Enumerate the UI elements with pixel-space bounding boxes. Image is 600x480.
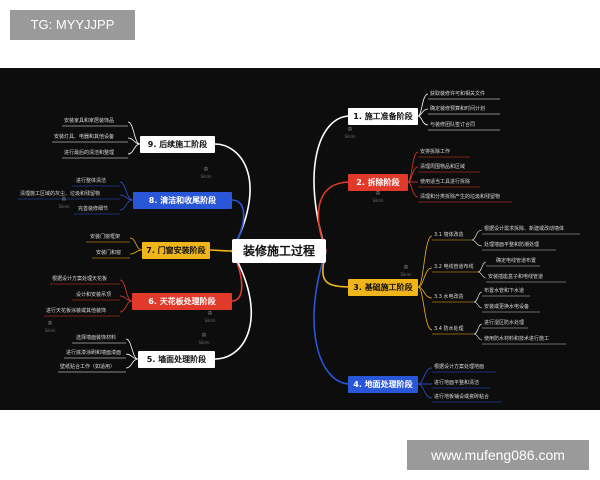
- stage-6-leaf: 设计和安装吊顶: [76, 292, 112, 298]
- crown-watermark-icon: ♔Sikmi: [202, 310, 218, 324]
- watermark-text: Sikmi: [204, 318, 216, 323]
- stage-3-sub-label: 3.4 防水处理: [434, 326, 464, 332]
- stage-3-leaf: 根据设计需求拆除、新建或改动墙体: [484, 226, 565, 232]
- center-topic: 装修施工过程: [232, 239, 326, 263]
- stage-6-leaf: 进行天花板涂装或其他装饰: [46, 308, 107, 314]
- crown-watermark-icon: ♔Sikmi: [42, 320, 58, 334]
- stage-7-leaf: 安装门窗框架: [90, 234, 121, 240]
- stage-3-sub-label: 3.3 水电改造: [434, 294, 464, 300]
- stage-3-leaf: 确定电线管道布置: [496, 258, 537, 264]
- stage-1-leaf: 获取装修许可和相关文件: [430, 91, 486, 97]
- stage-6-leaf: 根据设计方案处理天花板: [52, 276, 108, 282]
- stage-7-leaf: 安装门和窗: [96, 250, 122, 256]
- stage-3-leaf: 布置水管和下水道: [484, 288, 525, 294]
- stage-1-node: 1. 施工准备阶段: [348, 108, 418, 125]
- stage-3-leaf: 处理墙面平整和防潮处理: [484, 242, 540, 248]
- stage-3-node: 3. 基础施工阶段: [348, 279, 418, 296]
- watermark-text: Sikmi: [400, 272, 412, 277]
- stage-8-node: 8. 清洁和收尾阶段: [133, 192, 232, 209]
- stage-2-leaf: 安排拆除工作: [420, 149, 451, 155]
- stage-3-sub-label: 3.1 墙体改造: [434, 232, 464, 238]
- stage-4-node: 4. 地面处理阶段: [348, 376, 418, 393]
- watermark-text: Sikmi: [200, 174, 212, 179]
- stage-2-leaf: 清理周围物品和区域: [420, 164, 466, 170]
- stage-3-leaf: 安装或更换水电设备: [484, 304, 530, 310]
- watermark-tag-bottom: www.mufeng086.com: [407, 440, 589, 470]
- stage-4-leaf: 进行地面平整和清洁: [434, 380, 480, 386]
- stage-3-sub-label: 3.2 电线管道布线: [434, 264, 474, 270]
- stage-2-leaf: 清理和分类拆除产生的垃圾和残留物: [420, 194, 501, 200]
- stage-1-leaf: 与装修团队签订合同: [430, 122, 476, 128]
- stage-5-leaf: 选择墙面装饰材料: [76, 335, 117, 341]
- stage-8-leaf: 进行整体清洁: [76, 178, 107, 184]
- watermark-text: Sikmi: [58, 204, 70, 209]
- stage-5-leaf: 壁纸贴合工作（如适用）: [60, 364, 116, 370]
- watermark-tag-top: TG: MYYJJPP: [10, 10, 135, 40]
- stage-8-leaf: 清理施工区域的灰尘、垃圾和残留物: [20, 191, 101, 197]
- stage-6-node: 6. 天花板处理阶段: [132, 293, 232, 310]
- stage-4-leaf: 进行地板铺设或瓷砖粘合: [434, 394, 490, 400]
- crown-watermark-icon: ♔Sikmi: [198, 166, 214, 180]
- crown-watermark-icon: ♔Sikmi: [196, 332, 212, 346]
- watermark-text: Sikmi: [372, 198, 384, 203]
- stage-9-leaf: 安装家具和家居装饰品: [64, 118, 115, 124]
- stage-2-leaf: 使用适当工具进行拆除: [420, 179, 471, 185]
- stage-9-node: 9. 后续施工阶段: [140, 136, 215, 153]
- stage-5-node: 5. 墙面处理阶段: [138, 351, 215, 368]
- stage-8-leaf: 完善装修细节: [78, 206, 109, 212]
- stage-4-leaf: 根据设计方案处理地面: [434, 364, 485, 370]
- stage-9-leaf: 安装灯具、电器和其他设备: [54, 134, 115, 140]
- stage-3-leaf: 安装插座盒子和电线管道: [488, 274, 544, 280]
- crown-watermark-icon: ♔Sikmi: [342, 126, 358, 140]
- watermark-text: Sikmi: [344, 134, 356, 139]
- stage-7-node: 7. 门窗安装阶段: [142, 242, 210, 259]
- stage-1-leaf: 确定装修预算和时间计划: [430, 106, 486, 112]
- stage-3-leaf: 使用防水材料和技术进行施工: [484, 336, 550, 342]
- stage-3-leaf: 进行湿区防水处理: [484, 320, 525, 326]
- stage-5-leaf: 进行底漆涂刷和墙面漆面: [66, 350, 122, 356]
- mindmap-board: 装修施工过程 1. 施工准备阶段 2. 拆除阶段 3. 基础施工阶段 4. 地面…: [0, 68, 600, 410]
- crown-watermark-icon: ♔Sikmi: [398, 264, 414, 278]
- crown-watermark-icon: ♔Sikmi: [370, 190, 386, 204]
- watermark-text: Sikmi: [44, 328, 56, 333]
- stage-9-leaf: 进行最后的清洁和整理: [64, 150, 115, 156]
- stage-2-node: 2. 拆除阶段: [348, 174, 408, 191]
- crown-watermark-icon: ♔Sikmi: [56, 196, 72, 210]
- watermark-text: Sikmi: [198, 340, 210, 345]
